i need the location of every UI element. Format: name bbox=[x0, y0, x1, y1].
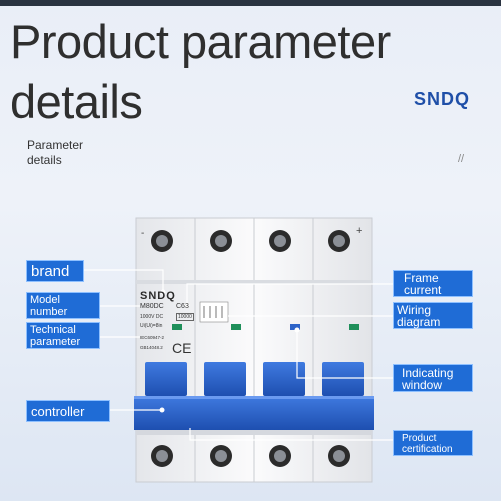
callout-controller-label: controller bbox=[31, 404, 85, 419]
callout-brand: brand bbox=[26, 260, 84, 282]
indicator-light-icon bbox=[231, 324, 241, 330]
terminal-screw-icon bbox=[274, 450, 286, 462]
handle-tie-bar bbox=[134, 396, 374, 430]
wiring-diagram-icon bbox=[203, 306, 223, 318]
terminal-screw-icon bbox=[156, 235, 168, 247]
terminal-screw-icon bbox=[156, 450, 168, 462]
brand-logo: SNDQ bbox=[414, 89, 471, 109]
polarity-minus: - bbox=[141, 228, 145, 239]
polarity-plus: + bbox=[356, 225, 363, 237]
callout-cert-line-1: Product bbox=[402, 433, 437, 444]
subtitle-line-2: details bbox=[27, 153, 62, 167]
device-voltage: 1000V DC bbox=[140, 314, 164, 320]
device-rating: C63 bbox=[176, 303, 189, 310]
terminal-screw-icon bbox=[333, 450, 345, 462]
terminal-screw-icon bbox=[215, 235, 227, 247]
terminal-screw-icon bbox=[215, 450, 227, 462]
brand-callout-line bbox=[84, 269, 164, 292]
callout-product-certification: Product certification bbox=[393, 430, 473, 456]
callout-technical-parameter: Technical parameter bbox=[26, 322, 100, 349]
callout-window-line-2: window bbox=[402, 378, 443, 392]
top-terminals bbox=[151, 230, 350, 252]
callout-model-line-1: Model bbox=[30, 294, 60, 306]
callout-dot-icon bbox=[160, 289, 166, 295]
page-title-line-2: details bbox=[10, 75, 143, 128]
callout-wiring-line-2: diagram bbox=[397, 315, 441, 329]
wiring-diagram-label bbox=[199, 301, 229, 323]
callout-tech-line-2: parameter bbox=[30, 336, 81, 348]
cert-callout-line bbox=[189, 428, 393, 441]
callout-window-line-1: Indicating bbox=[402, 366, 454, 380]
toggle-handle bbox=[322, 362, 364, 396]
callout-wiring-diagram: Wiring diagram bbox=[393, 302, 473, 329]
callout-wiring-line-1: Wiring bbox=[397, 303, 432, 317]
callout-dot-icon bbox=[184, 302, 190, 308]
section-subtitle: Parameter details bbox=[27, 138, 83, 168]
device-insulation: Ui(Ui)=8in bbox=[140, 323, 163, 329]
callout-cert-line-2: certification bbox=[402, 444, 453, 455]
handle-highlight bbox=[134, 396, 374, 399]
breaker-body bbox=[135, 217, 373, 483]
callout-dots bbox=[159, 289, 300, 413]
callout-model-line-2: number bbox=[30, 306, 68, 318]
window-callout-line bbox=[296, 330, 393, 379]
callout-controller: controller bbox=[26, 400, 110, 422]
device-logo: SNDQ bbox=[140, 290, 176, 302]
toggle-handle bbox=[263, 362, 305, 396]
subtitle-mark: // bbox=[458, 153, 465, 165]
frame-callout-line bbox=[186, 283, 393, 305]
device-model: M80DC bbox=[140, 303, 164, 310]
callout-brand-label: brand bbox=[31, 263, 70, 280]
callout-frame-current: Frame current bbox=[393, 270, 473, 297]
bottom-terminals bbox=[151, 445, 350, 467]
device-standard-1: IEC60947-2 bbox=[140, 335, 165, 340]
callout-model-number: Model number bbox=[26, 292, 100, 319]
terminal-screw-icon bbox=[333, 235, 345, 247]
toggle-handle bbox=[204, 362, 246, 396]
callout-frame-line-2: current bbox=[404, 283, 442, 297]
toggle-handle bbox=[145, 362, 187, 396]
callout-dot-icon bbox=[159, 407, 165, 413]
callout-indicating-window: Indicating window bbox=[393, 364, 473, 392]
device-breaking-capacity: 10000 bbox=[176, 313, 194, 321]
ce-mark: CE bbox=[172, 340, 192, 356]
callout-tech-line-1: Technical bbox=[30, 324, 76, 336]
device-standard-2: GB14048.2 bbox=[140, 345, 163, 350]
callout-lines bbox=[84, 269, 393, 441]
subtitle-line-1: Parameter bbox=[27, 138, 84, 152]
indicator-light-icon bbox=[172, 324, 182, 330]
wiring-diagram-box bbox=[199, 301, 229, 323]
top-bar bbox=[0, 0, 501, 6]
callout-frame-line-1: Frame bbox=[404, 271, 439, 285]
indicator-light-icon bbox=[349, 324, 359, 330]
indicator-light-icon bbox=[290, 324, 300, 330]
handle-group bbox=[134, 362, 374, 430]
upper-groove bbox=[136, 280, 372, 284]
page-title-line-1: Product parameter bbox=[10, 15, 391, 68]
callout-dot-icon bbox=[294, 327, 300, 333]
terminal-screw-icon bbox=[274, 235, 286, 247]
